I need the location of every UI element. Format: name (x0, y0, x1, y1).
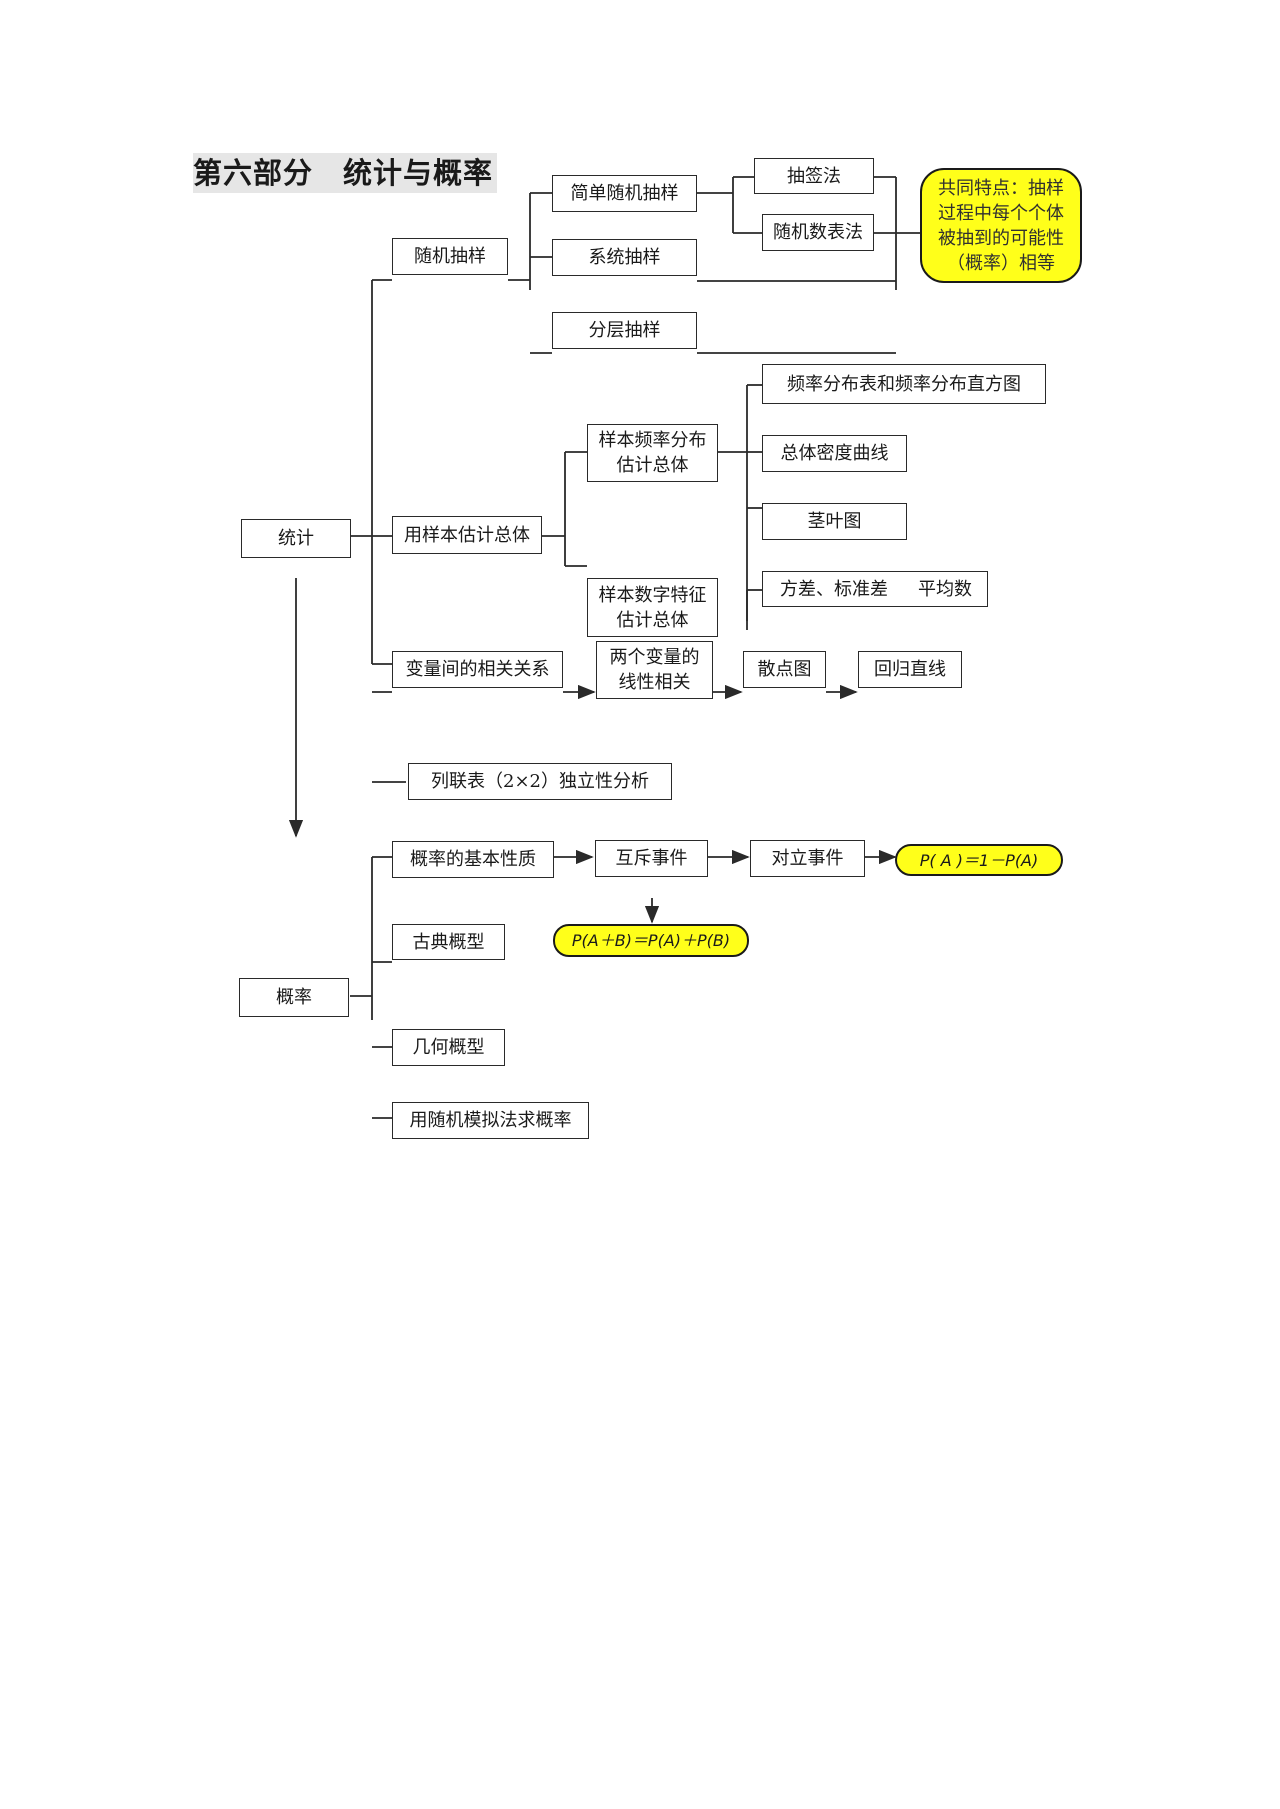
node-stratified-sampling: 分层抽样 (552, 312, 697, 349)
note-common-feature: 共同特点：抽样 过程中每个个体 被抽到的可能性 （概率）相等 (920, 168, 1082, 283)
node-probability: 概率 (239, 978, 349, 1017)
node-sample-estimate-population: 用样本估计总体 (392, 516, 542, 554)
node-frequency-distribution-estimate: 样本频率分布 估计总体 (587, 424, 718, 482)
node-statistics: 统计 (241, 519, 351, 558)
node-geometric-model: 几何概型 (392, 1029, 505, 1066)
node-mutually-exclusive: 互斥事件 (595, 840, 708, 877)
formula-addition: P(A＋B)＝P(A)＋P(B) (553, 924, 749, 957)
page-title: 第六部分 统计与概率 (193, 153, 497, 193)
formula-complement-text: P( A )＝1－P(A) (919, 850, 1039, 870)
node-classical-model: 古典概型 (392, 924, 505, 960)
node-variance-std-mean-frame (762, 571, 988, 607)
node-random-sampling: 随机抽样 (392, 238, 508, 275)
formula-complement: P( A )＝1－P(A) (895, 844, 1063, 876)
node-contingency-table: 列联表（2×2）独立性分析 (408, 763, 672, 800)
node-basic-properties: 概率的基本性质 (392, 841, 554, 878)
node-simple-random-sampling: 简单随机抽样 (552, 175, 697, 212)
node-regression-line: 回归直线 (858, 651, 962, 688)
node-mean: 平均数 (918, 578, 972, 600)
node-random-simulation: 用随机模拟法求概率 (392, 1102, 589, 1139)
node-stem-leaf-plot: 茎叶图 (762, 503, 907, 540)
node-complementary-event: 对立事件 (750, 840, 865, 877)
node-systematic-sampling: 系统抽样 (552, 239, 697, 276)
node-density-curve: 总体密度曲线 (762, 435, 907, 472)
node-random-number-table: 随机数表法 (762, 214, 874, 251)
node-two-variable-linear: 两个变量的 线性相关 (596, 641, 713, 699)
node-variance-std: 方差、标准差 (780, 578, 888, 600)
node-numeric-feature-estimate: 样本数字特征 估计总体 (587, 578, 718, 637)
node-lottery-method: 抽签法 (754, 158, 874, 194)
node-frequency-table-histogram: 频率分布表和频率分布直方图 (762, 364, 1046, 404)
node-scatter-plot: 散点图 (743, 651, 826, 688)
node-variable-correlation: 变量间的相关关系 (392, 651, 563, 688)
formula-addition-text: P(A＋B)＝P(A)＋P(B) (571, 931, 731, 950)
